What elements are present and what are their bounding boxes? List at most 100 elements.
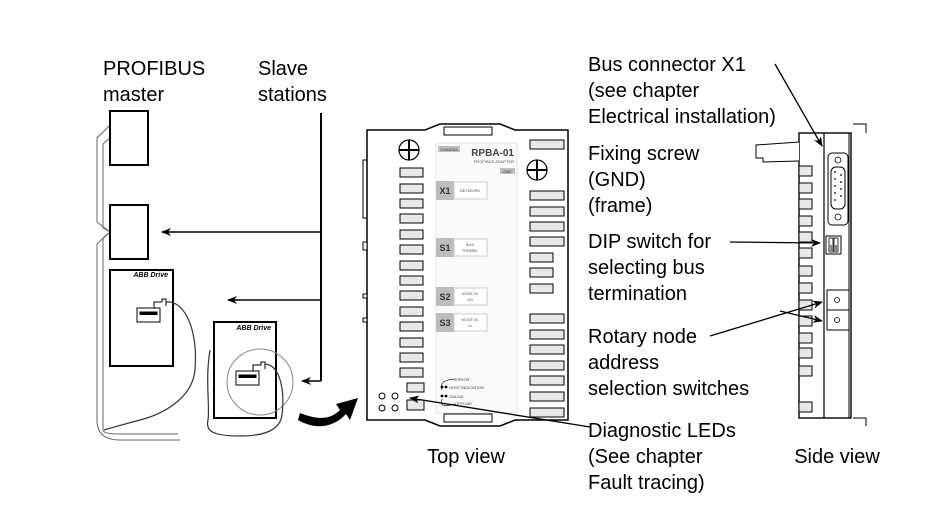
drive-2-cable [206,349,284,437]
network-topology: ABB Drive ABB Drive [96,110,358,441]
vent-slot [529,221,565,232]
vent-slot [399,260,424,271]
vent-slot [529,391,565,402]
dip-switch-arrow [729,238,821,247]
vent-slot [798,215,813,227]
rotary-switch-icon [826,289,850,331]
slave-unit-1 [109,204,149,260]
rotary-switches-callout: Rotary node address selection switches [588,326,750,400]
x1-network-block: X1 NETWORK [436,181,488,200]
right-vent-slots [529,139,565,418]
fixing-screw-callout: Fixing screw (GND) (frame) [588,143,700,217]
svg-text:NETWORK: NETWORK [460,188,481,193]
rotary-switch-arrow-1 [709,300,823,337]
diagnostic-led-circles [378,392,399,412]
svg-text:S2: S2 [439,292,450,302]
drive-1-cable [103,301,197,431]
vent-slot [529,360,565,371]
vent-slot [399,244,424,255]
vent-slot [399,352,424,363]
rotary-switch-arrow-2 [779,310,823,323]
callout-arrows [409,63,823,428]
side-view: Side view [755,123,880,468]
abb-drive-2-brand: ABB Drive [235,325,271,332]
vent-slot [798,182,813,194]
vent-slot [798,365,813,377]
vent-slot [399,306,424,317]
s3-node-id-1x-block: S3 NODE ID 1x [436,313,488,332]
vent-slot [399,167,424,178]
led-legend: ERROR HOST INDICATION ONLINE OFFLINE [440,377,484,407]
vent-slot [399,183,424,194]
profibus-master-label: PROFIBUS master [103,58,206,106]
model-name: RPBA-01 [471,148,514,159]
side-vent-slots [798,165,813,413]
vent-slot [798,165,813,177]
led-online-label: ONLINE [449,394,464,399]
adapter-module-icon [235,361,266,386]
diagnostic-leds-arrow [409,395,591,428]
vent-slot [529,283,554,294]
vent-slot [798,231,813,243]
vent-slot [399,367,424,378]
svg-text:10x: 10x [467,297,473,302]
abb-drive-1 [109,269,174,367]
vent-slot [529,236,565,247]
vent-slot [399,213,424,224]
vent-slot [798,282,813,294]
vent-slot [399,321,424,332]
vent-slot [798,315,813,327]
vent-slot [399,198,424,209]
abb-drive-2 [213,321,277,419]
vent-slot [399,275,424,286]
vent-slot [798,347,813,359]
abb-drive-1-brand: ABB Drive [132,272,168,279]
screw-icon [526,159,548,181]
top-view: CHASSIS RPBA-01 PROFIBUS ADAPTER GND X1 … [362,123,569,468]
vent-slot [798,332,813,344]
s2-node-id-10x-block: S2 NODE ID 10x [436,287,488,306]
vent-slot [529,375,565,386]
vent-slot [529,267,554,278]
led-error-label: ERROR [455,377,470,382]
chassis-tag: CHASSIS [440,147,458,152]
svg-text:NODE ID: NODE ID [462,317,479,322]
svg-text:TERMIN.: TERMIN. [462,248,478,253]
s1-bus-termination-block: S1 BUS TERMIN. [436,238,488,257]
vent-slot [798,247,813,259]
vent-slot [529,329,565,340]
gnd-tag: GND [503,169,512,174]
master-unit [109,110,149,166]
bus-connector-arrow [774,63,823,147]
fixing-screw-tab [755,141,800,163]
side-view-caption: Side view [794,446,880,468]
vent-slot [798,198,813,210]
led-offline-label: OFFLINE [455,401,472,406]
vent-slot [399,290,424,301]
slave-stations-label: Slave stations [258,58,327,106]
bus-connector-callout: Bus connector X1 (see chapter Electrical… [588,54,776,128]
vent-slot [529,190,565,201]
adapter-module-icon [136,298,167,323]
zoom-highlight-circle [226,348,294,416]
svg-text:X1: X1 [439,186,450,196]
vent-slot [798,401,813,413]
svg-text:NODE ID: NODE ID [462,291,479,296]
left-vent-slots [399,167,424,378]
vent-slot [798,265,813,277]
svg-text:S1: S1 [439,243,450,253]
vent-slot [399,229,424,240]
svg-text:1x: 1x [468,323,472,328]
svg-text:S3: S3 [439,318,450,328]
zoom-arrow-icon [298,398,358,427]
dip-switch-callout: DIP switch for selecting bus termination [588,231,711,305]
vent-slot [529,407,565,418]
vent-slot [529,252,554,263]
svg-text:BUS: BUS [466,242,475,247]
bus-connector-x1-icon [827,152,849,226]
screw-icon [398,139,420,161]
led-host-indication-label: HOST INDICATION [449,385,484,390]
dip-switch-icon [825,235,842,255]
vent-slot [529,206,565,217]
